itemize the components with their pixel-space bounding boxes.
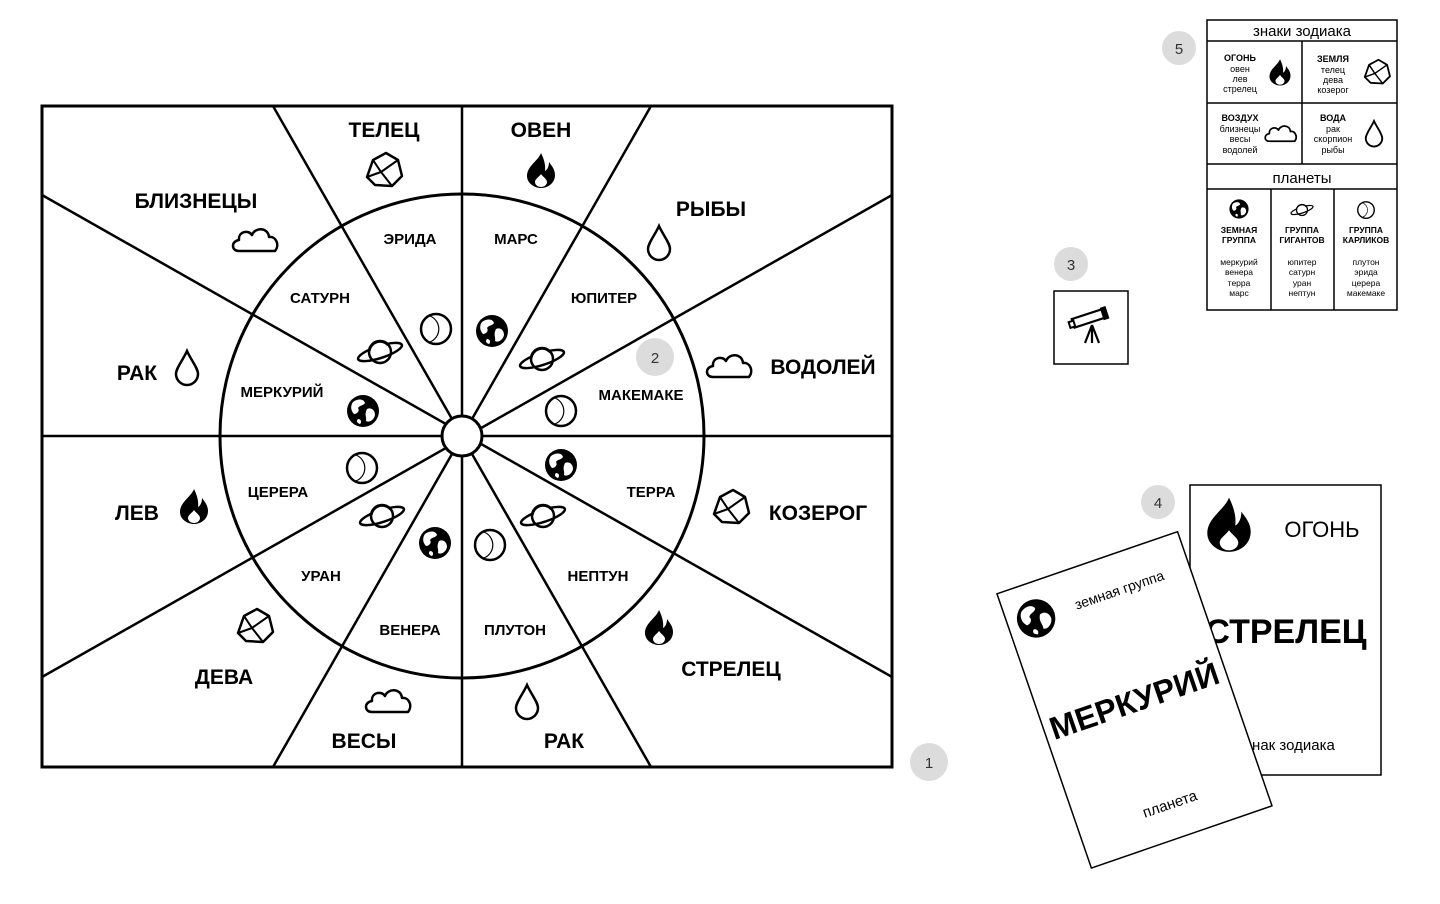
group-member: меркурий	[1220, 257, 1258, 267]
element-name: ЗЕМЛЯ	[1317, 54, 1349, 64]
moon-icon	[1357, 201, 1375, 219]
badge-2: 2	[636, 338, 674, 376]
group-name: ГРУППА	[1222, 235, 1256, 245]
planet-label: УРАН	[301, 568, 341, 585]
legend-zodiac-title: знаки зодиака	[1253, 23, 1352, 40]
group-member: уран	[1293, 278, 1312, 288]
earth-icon	[476, 315, 508, 347]
element-sign: дева	[1323, 75, 1343, 85]
svg-text:3: 3	[1067, 257, 1075, 274]
planet-card: земная группа МЕРКУРИЙ планета	[996, 530, 1273, 869]
badge-1: 1	[910, 743, 948, 781]
planet-label: МАКЕМАКЕ	[599, 387, 684, 404]
group-member: марс	[1229, 288, 1249, 298]
sign-label: РАК	[544, 730, 584, 753]
element-sign: водолей	[1223, 145, 1258, 155]
earth-icon	[1229, 199, 1249, 219]
element-sign: овен	[1230, 64, 1250, 74]
element-sign: весы	[1230, 134, 1251, 144]
moon-icon	[473, 528, 507, 562]
element-sign: козерог	[1317, 85, 1349, 95]
group-member: эрида	[1354, 267, 1378, 277]
earth-icon	[347, 395, 379, 427]
element-sign: скорпион	[1314, 134, 1352, 144]
planet-label: ЮПИТЕР	[571, 290, 637, 307]
planet-label: НЕПТУН	[568, 568, 629, 585]
board-center	[440, 414, 484, 458]
svg-text:2: 2	[651, 350, 659, 367]
sign-label: ЛЕВ	[115, 502, 159, 525]
group-member: церера	[1352, 278, 1381, 288]
sign-label: ВЕСЫ	[332, 730, 397, 753]
sign-label: ВОДОЛЕЙ	[770, 355, 875, 379]
group-name: ГИГАНТОВ	[1279, 235, 1324, 245]
element-name: ОГОНЬ	[1224, 53, 1256, 63]
planet-label: МЕРКУРИЙ	[241, 383, 324, 401]
group-member: юпитер	[1288, 257, 1317, 267]
group-member: венера	[1225, 267, 1253, 277]
group-name: ГРУППА	[1349, 225, 1383, 235]
moon-icon	[544, 394, 578, 428]
group-member: макемаке	[1347, 288, 1385, 298]
earth-icon	[545, 449, 577, 481]
sign-label: РЫБЫ	[676, 198, 746, 221]
sign-label: ТЕЛЕЦ	[349, 119, 421, 142]
element-sign: близнецы	[1220, 124, 1261, 134]
zodiac-board: ТЕЛЕЦ ОВЕН РЫБЫ ВОДОЛЕЙ КОЗЕРОГ СТРЕЛЕЦ …	[40, 104, 894, 769]
sign-label: КОЗЕРОГ	[769, 502, 867, 525]
planet-ring	[218, 192, 706, 680]
telescope-token	[1053, 290, 1129, 365]
sign-card-footer: знак зодиака	[1245, 737, 1335, 754]
legend: знаки зодиака ОГОНЬ овен лев стрелец ЗЕМ…	[1206, 19, 1398, 311]
svg-text:1: 1	[925, 755, 933, 772]
group-member: плутон	[1352, 257, 1379, 267]
badge-3: 3	[1054, 247, 1088, 281]
element-sign: телец	[1321, 65, 1345, 75]
badge-4: 4	[1141, 485, 1175, 519]
sign-label: СТРЕЛЕЦ	[681, 658, 781, 681]
element-name: ВОЗДУХ	[1221, 113, 1258, 123]
earth-icon	[419, 527, 451, 559]
planet-label: ТЕРРА	[627, 484, 676, 501]
planet-label: САТУРН	[290, 290, 350, 307]
element-sign: рак	[1326, 124, 1340, 134]
group-name: КАРЛИКОВ	[1343, 235, 1389, 245]
svg-text:4: 4	[1154, 495, 1162, 512]
sign-label: ОВЕН	[511, 119, 572, 142]
moon-icon	[345, 451, 379, 485]
legend-planets-title: планеты	[1273, 170, 1332, 187]
svg-text:5: 5	[1175, 41, 1183, 58]
planet-label: ЦЕРЕРА	[248, 484, 309, 501]
group-member: сатурн	[1289, 267, 1316, 277]
planet-label: ВЕНЕРА	[379, 622, 440, 639]
sign-label: ДЕВА	[195, 666, 253, 689]
group-member: терра	[1228, 278, 1251, 288]
planet-label: МАРС	[494, 231, 538, 248]
element-sign: рыбы	[1321, 145, 1344, 155]
element-sign: лев	[1232, 74, 1247, 84]
group-member: нептун	[1289, 288, 1316, 298]
badge-5: 5	[1162, 31, 1196, 65]
sign-card-name: СТРЕЛЕЦ	[1205, 613, 1366, 651]
planet-label: ЭРИДА	[384, 231, 437, 248]
group-name: ЗЕМНАЯ	[1221, 225, 1257, 235]
element-sign: стрелец	[1223, 84, 1257, 94]
sign-label: БЛИЗНЕЦЫ	[135, 190, 258, 213]
group-name: ГРУППА	[1285, 225, 1319, 235]
moon-icon	[419, 312, 453, 346]
sign-card-element: ОГОНЬ	[1284, 517, 1359, 542]
planet-label: ПЛУТОН	[484, 622, 546, 639]
element-name: ВОДА	[1320, 113, 1347, 123]
sign-label: РАК	[117, 362, 157, 385]
